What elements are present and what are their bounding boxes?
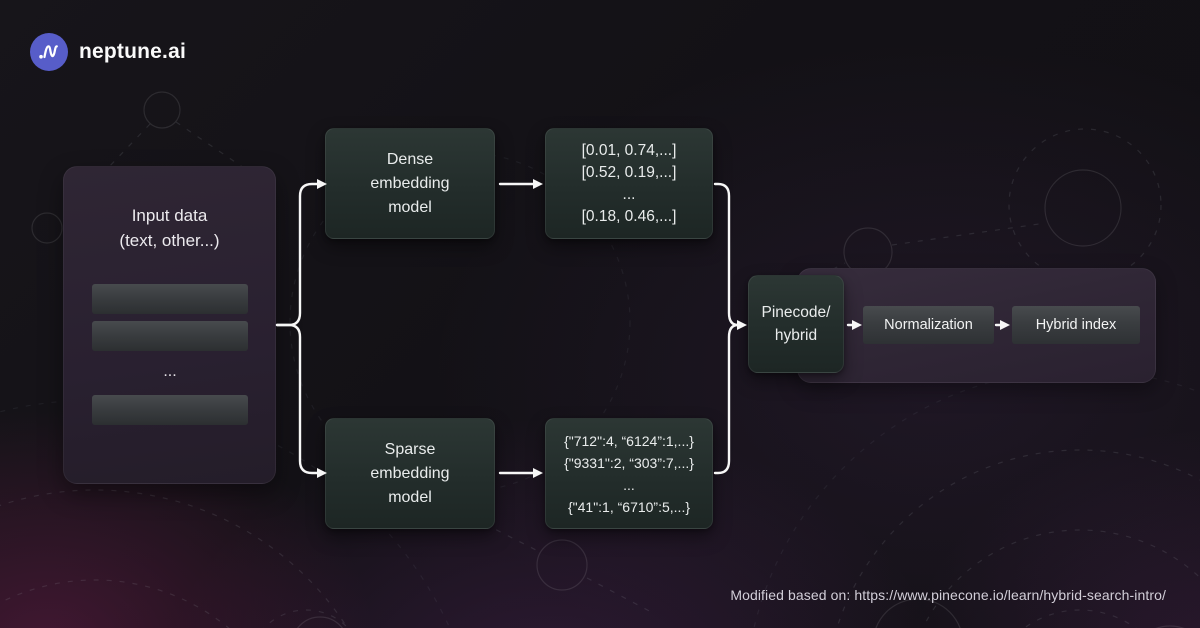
brand-wordmark: neptune.ai: [79, 40, 187, 63]
deco-ring: [143, 91, 181, 129]
deco-dashed-arc: [0, 579, 230, 628]
normalization-label: Normalization: [884, 317, 973, 333]
deco-dashed-circle: [1008, 128, 1162, 282]
arrowhead-sparse-to-output: [533, 468, 543, 478]
pinecone-hybrid-label-line: hybrid: [774, 327, 818, 344]
dense-vector-line: [0.18, 0.46,...]: [581, 207, 677, 225]
deco-dashed-line: [891, 222, 1047, 246]
pinecone-hybrid-node: Pinecode/ hybrid: [748, 275, 844, 373]
sparse-embedding-model-node: Sparse embedding model: [325, 418, 495, 529]
dense-vector-ellipsis: ...: [622, 185, 636, 203]
pinecone-hybrid-label-line: Pinecode/: [761, 304, 831, 321]
arrowhead-to-pinecone: [737, 320, 747, 330]
sparse-vector-line: {"41":1, “6710”:5,...}: [567, 498, 691, 515]
input-data-title-line2: (text, other...): [119, 231, 220, 250]
connector-input-to-sparse: [275, 323, 320, 475]
neptune-logo-icon: [30, 33, 68, 71]
hybrid-index-chip: Hybrid index: [1012, 306, 1140, 344]
input-data-title-line1: Input data: [131, 206, 208, 225]
sparse-model-label-line: embedding: [370, 464, 450, 482]
sparse-vector-line: {"9331":2, “303”:7,...}: [564, 454, 694, 471]
sparse-vectors-node: {"712":4, “6124”:1,...} {"9331":2, “303”…: [545, 418, 713, 529]
dense-embedding-model-node: Dense embedding model: [325, 128, 495, 239]
deco-ring: [31, 212, 63, 244]
deco-dashed-circle: [263, 609, 349, 628]
deco-dashed-arc: [1023, 609, 1137, 628]
brand-header: neptune.ai: [30, 33, 186, 71]
attribution-text: Modified based on: https://www.pinecone.…: [730, 587, 1166, 603]
hybrid-index-label: Hybrid index: [1035, 317, 1117, 333]
deco-ring: [875, 598, 961, 628]
rows-ellipsis: ...: [163, 363, 177, 380]
dense-vector-line: [0.52, 0.19,...]: [581, 163, 677, 181]
deco-ring: [536, 539, 588, 591]
input-data-node: Input data (text, other...) ...: [63, 166, 276, 484]
dense-model-label-line: Dense: [386, 150, 434, 168]
deco-dashed-line: [586, 577, 656, 615]
dense-vectors-node: [0.01, 0.74,...] [0.52, 0.19,...] ... [0…: [545, 128, 713, 239]
deco-ring: [297, 616, 343, 628]
data-row-placeholder: [92, 321, 248, 351]
connector-dense-output-to-pinecone: [713, 182, 740, 327]
data-row-placeholder: [92, 284, 248, 314]
dense-vector-line: [0.01, 0.74,...]: [581, 141, 677, 159]
dense-model-label-line: embedding: [370, 174, 450, 192]
arrowhead-dense-to-output: [533, 179, 543, 189]
deco-dashed-line: [175, 121, 245, 169]
connector-input-to-dense: [275, 182, 320, 327]
input-data-rows: ...: [92, 284, 248, 432]
deco-dashed-arc: [922, 529, 1200, 628]
data-row-placeholder: [92, 395, 248, 425]
normalization-chip: Normalization: [863, 306, 994, 344]
connector-sparse-output-to-pinecone: [713, 323, 740, 475]
sparse-model-label-line: model: [388, 488, 432, 506]
input-data-title: Input data (text, other...): [64, 203, 275, 253]
deco-ring: [1044, 169, 1122, 247]
sparse-vector-line: {"712":4, “6124”:1,...}: [564, 432, 694, 449]
sparse-vector-ellipsis: ...: [623, 476, 635, 493]
dense-model-label-line: model: [388, 198, 432, 216]
sparse-model-label-line: Sparse: [384, 440, 436, 458]
